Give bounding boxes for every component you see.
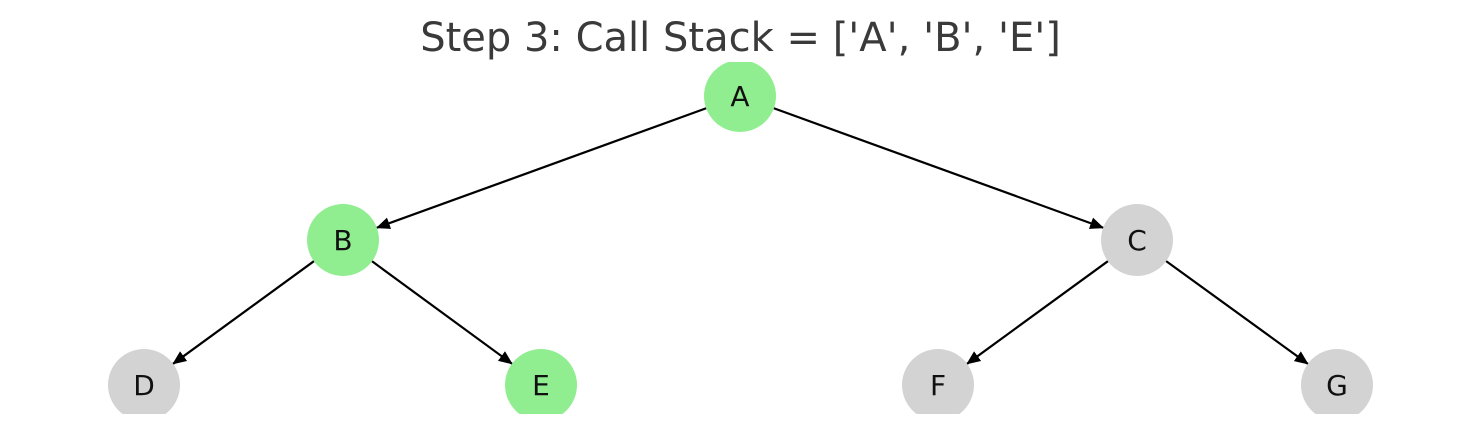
edge-a-c xyxy=(773,107,1105,229)
node-label-c: C xyxy=(1127,224,1147,257)
edge-a-b xyxy=(375,107,707,229)
node-c: C xyxy=(1101,204,1173,276)
edges-layer xyxy=(172,107,1309,365)
node-circle-g xyxy=(1301,349,1373,414)
node-label-b: B xyxy=(333,224,352,257)
node-circle-a xyxy=(704,62,776,132)
node-e: E xyxy=(505,349,577,414)
node-label-a: A xyxy=(730,80,749,113)
node-circle-b xyxy=(307,204,379,276)
node-f: F xyxy=(902,349,974,414)
node-label-f: F xyxy=(930,369,946,402)
node-label-g: G xyxy=(1326,369,1348,402)
edge-b-d xyxy=(172,260,315,365)
nodes-layer: A B C D E F G xyxy=(108,62,1373,414)
edge-c-f xyxy=(966,260,1109,365)
node-b: B xyxy=(307,204,379,276)
edge-b-e xyxy=(371,260,513,365)
edge-c-g xyxy=(1165,260,1309,365)
diagram-title: Step 3: Call Stack = ['A', 'B', 'E'] xyxy=(420,15,1061,61)
node-circle-d xyxy=(108,349,180,414)
node-d: D xyxy=(108,349,180,414)
node-label-e: E xyxy=(532,369,550,402)
node-label-d: D xyxy=(133,369,155,402)
node-circle-c xyxy=(1101,204,1173,276)
node-circle-e xyxy=(505,349,577,414)
node-g: G xyxy=(1301,349,1373,414)
node-circle-f xyxy=(902,349,974,414)
node-a: A xyxy=(704,62,776,132)
